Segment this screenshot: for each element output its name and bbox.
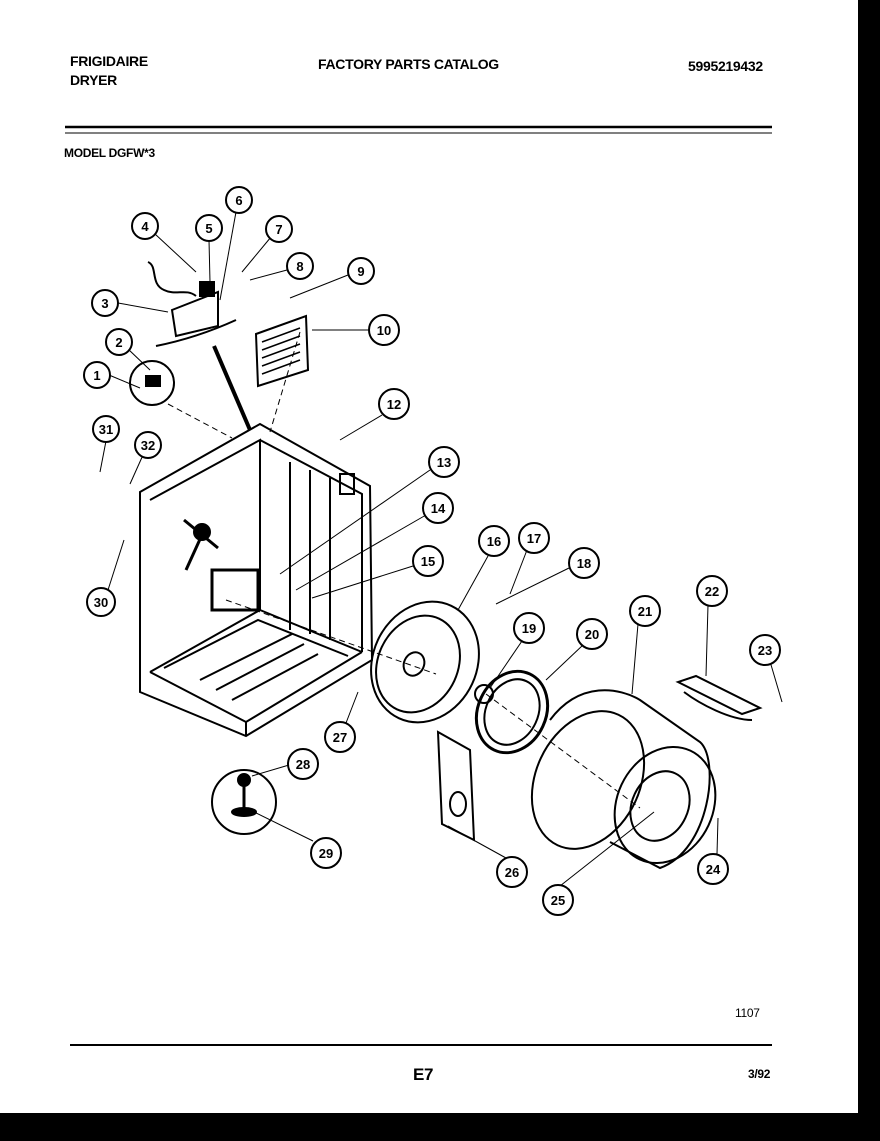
cabinet-assembly <box>139 422 374 738</box>
callout: 23 <box>749 634 781 666</box>
callout: 26 <box>496 856 528 888</box>
svg-text:24: 24 <box>706 862 721 877</box>
svg-text:8: 8 <box>296 259 303 274</box>
figure-number: 1107 <box>735 1006 760 1020</box>
callout: 10 <box>368 314 400 346</box>
svg-text:22: 22 <box>705 584 719 599</box>
svg-text:2: 2 <box>115 335 122 350</box>
header-rules <box>65 125 772 1046</box>
callout: 14 <box>422 492 454 524</box>
callout: 9 <box>347 257 375 285</box>
svg-text:15: 15 <box>421 554 435 569</box>
callout: 15 <box>412 545 444 577</box>
callout: 2 <box>105 328 133 356</box>
callout: 13 <box>428 446 460 478</box>
svg-text:16: 16 <box>487 534 501 549</box>
leader-lines <box>99 211 783 887</box>
callout: 1 <box>83 361 111 389</box>
callout: 12 <box>378 388 410 420</box>
svg-text:31: 31 <box>99 422 113 437</box>
callout: 6 <box>225 186 253 214</box>
catalog-sheet: FRIGIDAIRE DRYER FACTORY PARTS CATALOG 5… <box>0 0 858 1113</box>
catalog-number: 5995219432 <box>688 58 763 74</box>
svg-text:32: 32 <box>141 438 155 453</box>
callout: 25 <box>542 884 574 916</box>
callout: 21 <box>629 595 661 627</box>
svg-text:20: 20 <box>585 627 599 642</box>
callout: 22 <box>696 575 728 607</box>
callout: 19 <box>513 612 545 644</box>
svg-text:26: 26 <box>505 865 519 880</box>
svg-text:7: 7 <box>275 222 282 237</box>
svg-text:25: 25 <box>551 893 565 908</box>
page-code: E7 <box>413 1065 434 1084</box>
svg-text:3: 3 <box>101 296 108 311</box>
svg-text:10: 10 <box>377 323 391 338</box>
callout: 29 <box>310 837 342 869</box>
svg-text:19: 19 <box>522 621 536 636</box>
svg-text:21: 21 <box>638 604 652 619</box>
svg-text:5: 5 <box>205 221 212 236</box>
callout: 18 <box>568 547 600 579</box>
callout: 3 <box>91 289 119 317</box>
svg-text:18: 18 <box>577 556 591 571</box>
model-label: MODEL DGFW*3 <box>64 146 155 160</box>
construction-lines <box>167 331 641 809</box>
svg-text:29: 29 <box>319 846 333 861</box>
svg-text:12: 12 <box>387 397 401 412</box>
product-label: DRYER <box>70 72 117 88</box>
svg-text:6: 6 <box>235 193 242 208</box>
callout: 24 <box>697 853 729 885</box>
callout: 27 <box>324 721 356 753</box>
callout: 7 <box>265 215 293 243</box>
vent-grille <box>254 314 310 388</box>
svg-text:1: 1 <box>93 368 100 383</box>
svg-text:30: 30 <box>94 595 108 610</box>
callout: 30 <box>86 587 116 617</box>
callout: 20 <box>576 618 608 650</box>
exploded-parts-diagram: 1 2 3 4 5 6 7 8 9 10 12 13 14 15 16 17 1… <box>65 125 783 1046</box>
callouts: 1 2 3 4 5 6 7 8 9 10 12 13 14 15 16 17 1… <box>83 186 781 916</box>
drum-assembly <box>530 674 763 870</box>
brand-label: FRIGIDAIRE <box>70 53 148 69</box>
top-bracket-parts <box>129 261 310 431</box>
svg-text:17: 17 <box>527 531 541 546</box>
callout: 32 <box>134 431 162 459</box>
callout: 31 <box>92 415 120 443</box>
svg-text:9: 9 <box>357 264 364 279</box>
print-date: 3/92 <box>748 1067 771 1081</box>
svg-text:28: 28 <box>296 757 310 772</box>
svg-text:13: 13 <box>437 455 451 470</box>
leveling-leg <box>211 769 277 835</box>
bulkhead-assembly <box>370 600 550 842</box>
svg-text:4: 4 <box>141 219 149 234</box>
svg-text:23: 23 <box>758 643 772 658</box>
callout: 8 <box>286 252 314 280</box>
svg-text:14: 14 <box>431 501 446 516</box>
svg-text:27: 27 <box>333 730 347 745</box>
catalog-title: FACTORY PARTS CATALOG <box>318 56 499 72</box>
callout: 17 <box>518 522 550 554</box>
callout: 28 <box>287 748 319 780</box>
callout: 4 <box>131 212 159 240</box>
callout: 16 <box>478 525 510 557</box>
callout: 5 <box>195 214 223 242</box>
